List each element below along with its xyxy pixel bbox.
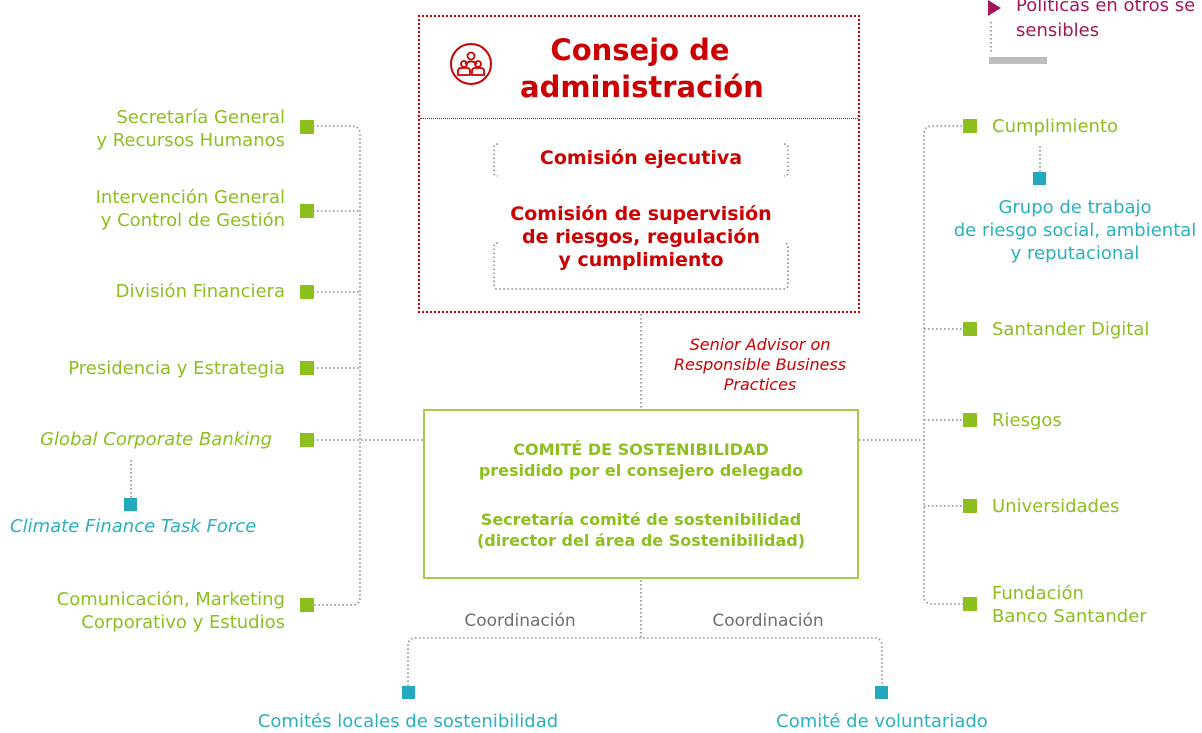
local-committees-marker — [402, 686, 415, 699]
left-secretaria-line-1: Secretaría General — [116, 107, 285, 128]
committee-secretary-line-2: (director del área de Sostenibilidad) — [476, 531, 806, 550]
left-comunicacion-line-2: Corporativo y Estudios — [81, 612, 285, 633]
volunteering-marker — [875, 686, 888, 699]
board-title-line-2: administración — [520, 70, 764, 104]
left-presidencia-marker — [300, 361, 314, 375]
committee-secretary-line-1: Secretaría comité de sostenibilidad — [480, 510, 802, 529]
sustainability-committee-box — [423, 409, 859, 579]
right-fundacion-marker — [963, 597, 977, 611]
right-cumplimiento: Cumplimiento — [992, 116, 1119, 137]
left-intervencion-marker — [300, 204, 314, 218]
board-divider — [420, 118, 858, 119]
left-gcb-marker — [300, 433, 314, 447]
left-secretaria-marker — [300, 120, 314, 134]
people-group-icon — [449, 42, 493, 86]
advisor-line-1: Senior Advisor on — [689, 335, 831, 354]
risk-commission-line-3: y cumplimiento — [558, 249, 724, 271]
left-intervencion-line-2: y Control de Gestión — [100, 210, 285, 231]
right-digital-marker — [963, 322, 977, 336]
left-presidencia: Presidencia y Estrategia — [68, 358, 285, 379]
coordination-right: Coordinación — [712, 611, 824, 631]
grupo-trabajo-line-3: y reputacional — [1010, 243, 1140, 264]
right-fundacion-line-2: Banco Santander — [992, 606, 1147, 627]
right-universidades-marker — [963, 499, 977, 513]
left-secretaria-line-2: y Recursos Humanos — [96, 130, 285, 151]
committee-title: COMITÉ DE SOSTENIBILIDAD — [513, 440, 769, 459]
left-financiera-marker — [300, 285, 314, 299]
advisor-line-2: Responsible Business — [673, 355, 847, 374]
right-riesgos-marker — [963, 413, 977, 427]
grupo-trabajo-line-2: de riesgo social, ambiental — [953, 220, 1197, 241]
right-santander-digital: Santander Digital — [992, 319, 1150, 340]
local-committees: Comités locales de sostenibilidad — [257, 711, 559, 732]
risk-commission-line-1: Comisión de supervisión — [510, 203, 772, 225]
right-cumplimiento-marker — [963, 119, 977, 133]
climate-finance-task-force: Climate Finance Task Force — [10, 516, 257, 537]
left-comunicacion-marker — [300, 598, 314, 612]
board-title-line-1: Consejo de — [550, 33, 730, 67]
advisor-line-3: Practices — [723, 375, 797, 394]
committee-subtitle: presidido por el consejero delegado — [478, 461, 804, 480]
left-comunicacion-line-1: Comunicación, Marketing — [56, 589, 285, 610]
risk-commission-line-2: de riesgos, regulación — [521, 226, 761, 248]
right-universidades: Universidades — [992, 496, 1120, 517]
coordination-left: Coordinación — [464, 611, 576, 631]
right-fundacion-line-1: Fundación — [992, 583, 1084, 604]
right-riesgos: Riesgos — [992, 410, 1062, 431]
executive-commission: Comisión ejecutiva — [539, 147, 743, 169]
grupo-trabajo-line-1: Grupo de trabajo — [998, 197, 1152, 218]
grupo-trabajo-marker — [1033, 172, 1046, 185]
board-box — [418, 15, 860, 313]
volunteering-committee: Comité de voluntariado — [776, 711, 988, 732]
left-global-corporate-banking: Global Corporate Banking — [40, 429, 272, 450]
legend-line-1: Políticas en otros se — [1016, 0, 1196, 16]
left-division-financiera: División Financiera — [115, 281, 285, 302]
cftf-marker — [124, 498, 137, 511]
legend-line-2: sensibles — [1016, 20, 1100, 41]
left-intervencion-line-1: Intervención General — [95, 187, 285, 208]
